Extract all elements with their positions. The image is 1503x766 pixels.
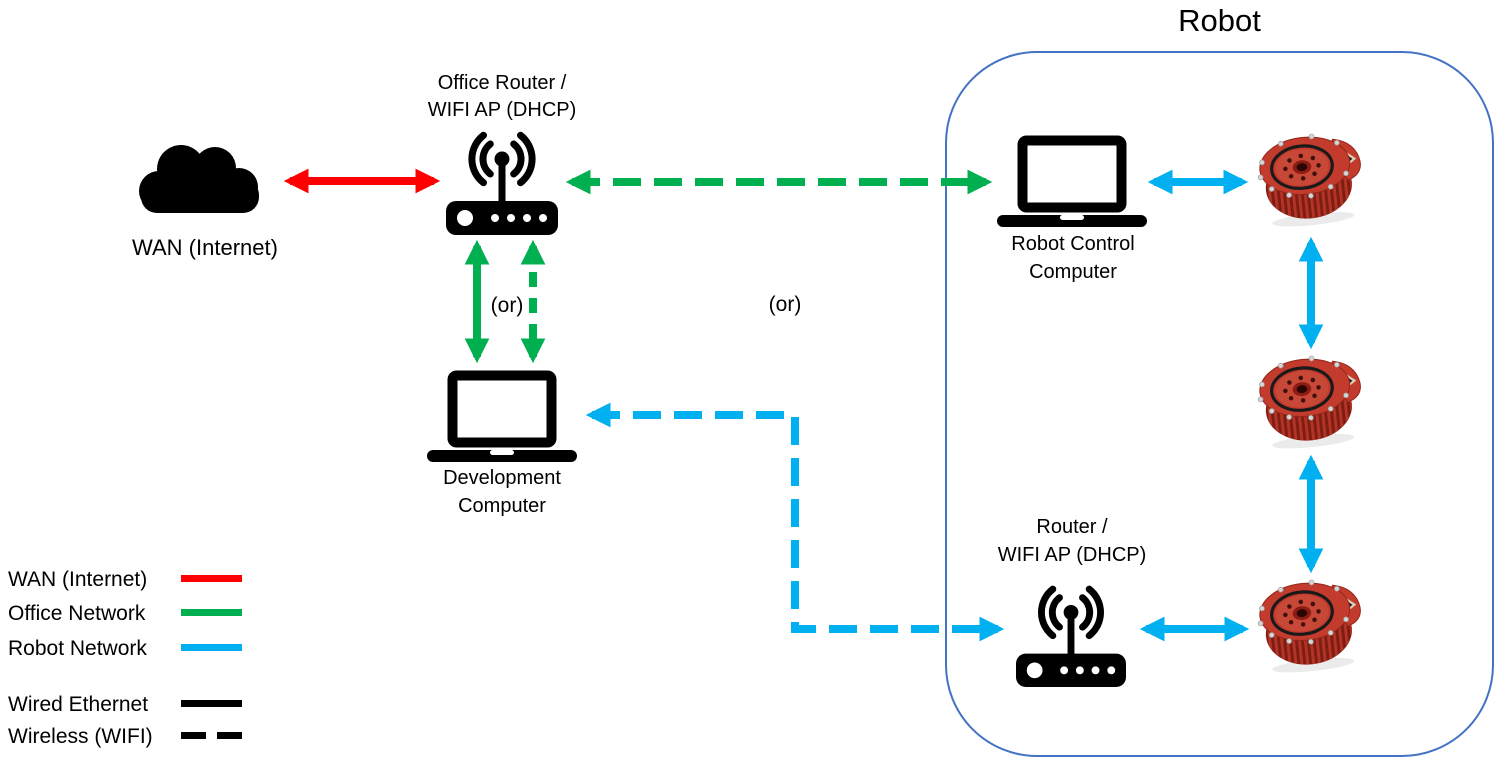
robot-router-icon bbox=[1016, 580, 1126, 688]
legend-label-wireless-wifi: Wireless (WIFI) bbox=[8, 725, 153, 748]
legend-swatch-robot-network bbox=[181, 644, 242, 651]
legend-row-wan: WAN (Internet) bbox=[6, 568, 306, 592]
legend-swatch-wan bbox=[181, 575, 242, 582]
legend-row-robot-network: Robot Network bbox=[6, 637, 306, 661]
legend-label-office-network: Office Network bbox=[8, 602, 146, 625]
robot-router-label-line1: Router / bbox=[1036, 516, 1108, 538]
legend-label-robot-network: Robot Network bbox=[8, 637, 147, 660]
wan-label: WAN (Internet) bbox=[132, 235, 278, 260]
legend-row-wired-ethernet: Wired Ethernet bbox=[6, 693, 306, 717]
robot-control-computer-label: Robot Control Computer bbox=[973, 230, 1173, 286]
office-router-label-line2: WIFI AP (DHCP) bbox=[427, 99, 577, 121]
wan-cloud-icon bbox=[139, 145, 259, 213]
legend-label-wan: WAN (Internet) bbox=[8, 568, 148, 591]
actuator-1-icon bbox=[1252, 127, 1370, 229]
robot-router-label-line2: WIFI AP (DHCP) bbox=[997, 544, 1147, 566]
legend-row-wireless-wifi: Wireless (WIFI) bbox=[6, 725, 306, 749]
legend-swatch-office-network bbox=[181, 609, 242, 616]
link-dev-computer-robot-router-wireless bbox=[585, 402, 1005, 642]
annotation-or-wifi-direct: (or) bbox=[768, 293, 802, 316]
office-router-label: Office Router / WIFI AP (DHCP) bbox=[402, 70, 602, 124]
development-computer-label-line1: Development bbox=[443, 467, 561, 489]
development-computer-label: Development Computer bbox=[402, 464, 602, 520]
actuator-3-icon bbox=[1252, 573, 1370, 675]
legend-label-wired-ethernet: Wired Ethernet bbox=[8, 693, 149, 716]
legend-swatch-wireless-wifi bbox=[181, 732, 242, 739]
robot-router-label: Router / WIFI AP (DHCP) bbox=[972, 513, 1172, 569]
development-computer-icon bbox=[427, 370, 577, 462]
robot-control-computer-label-line2: Computer bbox=[1029, 261, 1117, 283]
office-router-label-line1: Office Router / bbox=[437, 72, 567, 94]
office-router-icon bbox=[446, 127, 558, 235]
robot-control-computer-label-line1: Robot Control bbox=[1011, 233, 1135, 255]
actuator-2-icon bbox=[1252, 349, 1370, 451]
robot-control-computer-icon bbox=[997, 135, 1147, 227]
development-computer-label-line2: Computer bbox=[458, 495, 546, 517]
robot-box-title: Robot bbox=[1178, 3, 1261, 38]
legend-swatch-wired-ethernet bbox=[181, 700, 242, 707]
legend-row-office-network: Office Network bbox=[6, 602, 306, 626]
annotation-or-wired-wireless: (or) bbox=[490, 294, 524, 317]
